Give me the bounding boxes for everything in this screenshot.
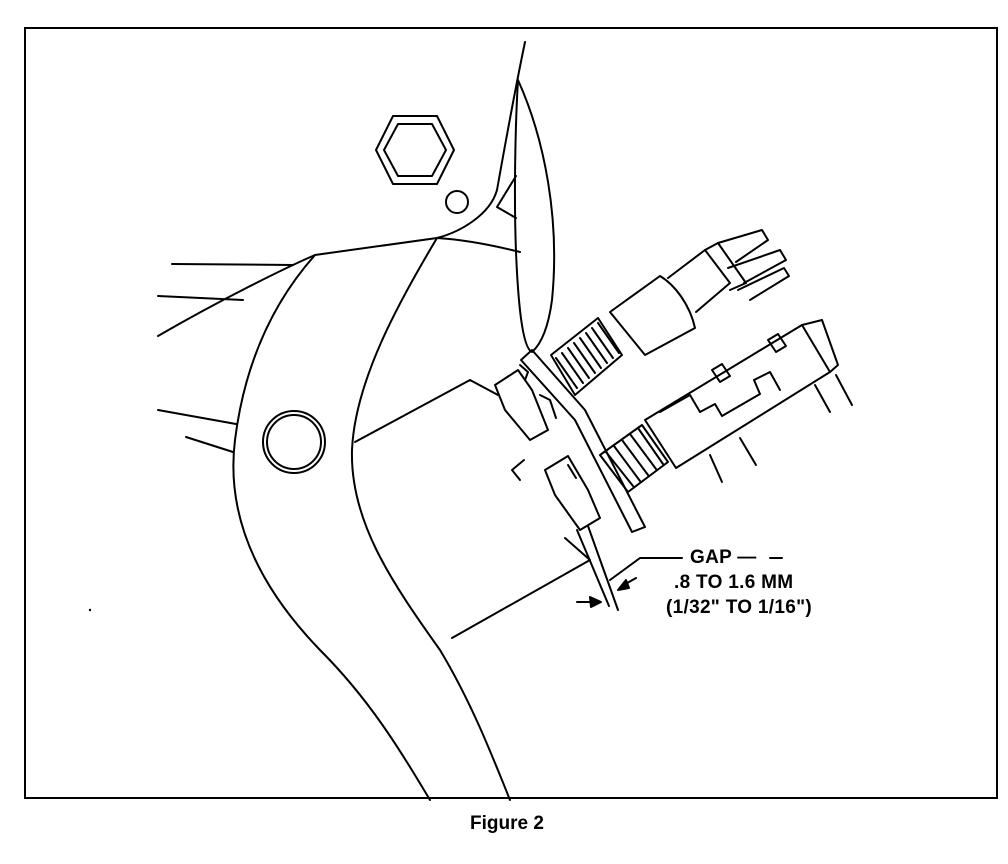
- figure-frame: [24, 27, 998, 799]
- upper-connector: [494, 229, 790, 441]
- gap-range-mm: .8 TO 1.6 MM: [674, 572, 794, 593]
- die-blade: [496, 79, 556, 353]
- gap-label: GAP —: [690, 547, 757, 568]
- locator-block: [354, 379, 591, 639]
- lower-handle: [157, 237, 511, 801]
- hex-nut-icon: [375, 115, 455, 185]
- lower-connector: [544, 319, 853, 531]
- gap-range-in: (1/32" TO 1/16"): [666, 597, 813, 618]
- figure-caption: Figure 2: [470, 813, 544, 834]
- locator-plate: [520, 349, 646, 611]
- pivot-pin-icon: [445, 190, 469, 214]
- upper-jaw: [157, 41, 526, 337]
- gap-callout-leader: [576, 557, 783, 608]
